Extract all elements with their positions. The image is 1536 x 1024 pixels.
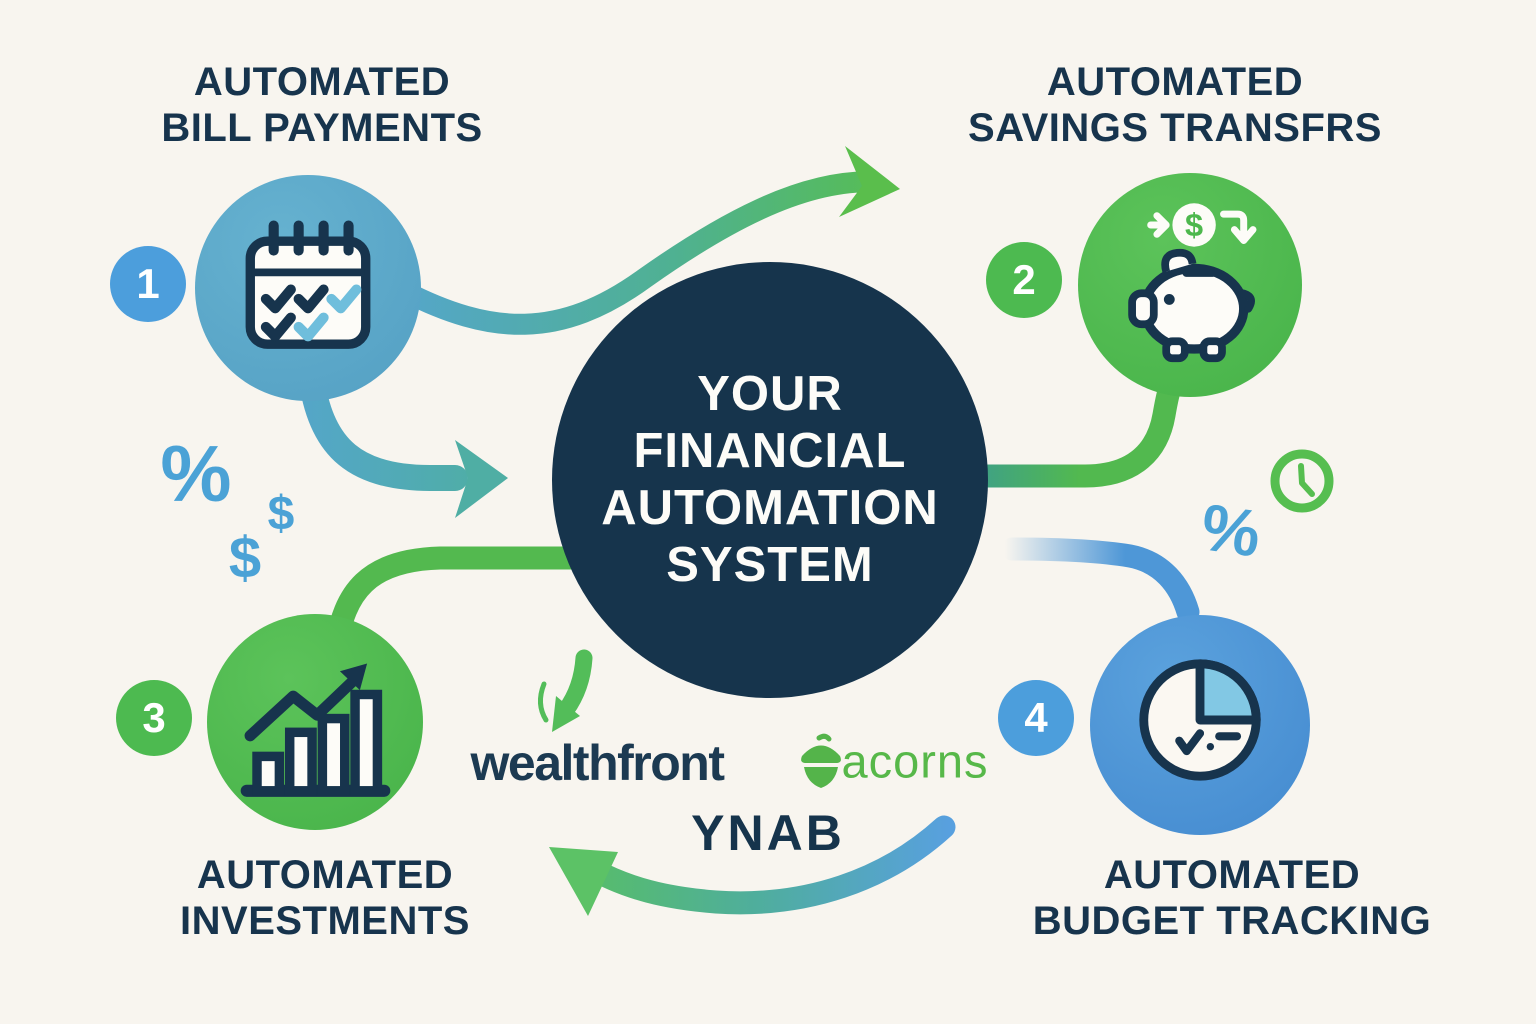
step-number-1: 1: [136, 260, 160, 307]
dollar-symbol-large: $: [228, 525, 262, 591]
title-line: AUTOMATED: [196, 853, 454, 897]
step-number-2: 2: [1012, 256, 1036, 303]
down-left-arrow-icon: [538, 649, 593, 732]
ynab-logo: YNAB: [691, 805, 845, 861]
percent-symbol-right: %: [1196, 489, 1266, 571]
arrow-into-coin: [1147, 212, 1170, 238]
arrow-bill-to-savings: [393, 171, 883, 335]
dollar-symbol-small: $: [267, 487, 295, 541]
acorns-logo: acorns: [841, 734, 989, 788]
center-line-4: SYSTEM: [666, 538, 874, 592]
line-center-to-budget: [1000, 537, 1200, 624]
arrow-budget-to-investments: [582, 815, 956, 915]
trend-arrowhead: [339, 663, 368, 691]
step-badge-1: 1: [110, 246, 186, 322]
step-badge-3: 3: [116, 680, 192, 756]
arrow-out-of-coin: [1220, 210, 1257, 244]
center-line-3: AUTOMATION: [601, 481, 939, 535]
coin-dollar-glyph: $: [1185, 207, 1203, 243]
title-line: AUTOMATED: [193, 60, 451, 104]
center-hub-circle: YOUR FINANCIAL AUTOMATION SYSTEM: [552, 262, 988, 698]
pie-chart-icon: [1139, 659, 1261, 781]
line-center-to-savings: [968, 364, 1188, 488]
arrowhead-bill-to-center: [455, 440, 508, 518]
title-line: AUTOMATED: [1103, 853, 1361, 897]
wealthfront-logo: wealthfront: [470, 735, 725, 791]
arrow-bill-to-center: [299, 369, 468, 491]
percent-symbol-left: %: [160, 429, 232, 518]
step-badge-2: 2: [986, 242, 1062, 318]
title-bill-payments: AUTOMATED BILL PAYMENTS: [161, 59, 482, 151]
step-number-4: 4: [1024, 694, 1048, 741]
bar-chart-growth-icon: [240, 663, 391, 797]
arrowhead-budget-to-investments: [549, 847, 618, 916]
center-line-1: YOUR: [697, 367, 843, 421]
arrowhead-bill-to-savings: [839, 146, 900, 217]
title-savings-transfers: AUTOMATED SAVINGS TRANSFRS: [968, 59, 1382, 151]
step-badge-4: 4: [998, 680, 1074, 756]
center-line-2: FINANCIAL: [633, 424, 907, 478]
acorn-icon: [801, 733, 841, 788]
step-number-3: 3: [142, 694, 166, 741]
title-line: AUTOMATED: [1046, 60, 1304, 104]
title-line: BUDGET TRACKING: [1032, 899, 1432, 943]
title-line: BILL PAYMENTS: [161, 106, 483, 150]
piggy-bank-icon: $: [1128, 203, 1257, 363]
clock-icon: [1270, 449, 1334, 513]
title-budget-tracking: AUTOMATED BUDGET TRACKING: [1033, 852, 1432, 944]
title-line: SAVINGS TRANSFRS: [968, 106, 1382, 150]
center-hub-title: YOUR FINANCIAL AUTOMATION SYSTEM: [601, 366, 939, 594]
calendar-checks-icon: [245, 220, 371, 349]
title-line: INVESTMENTS: [180, 899, 470, 943]
title-investments: AUTOMATED INVESTMENTS: [180, 852, 470, 944]
